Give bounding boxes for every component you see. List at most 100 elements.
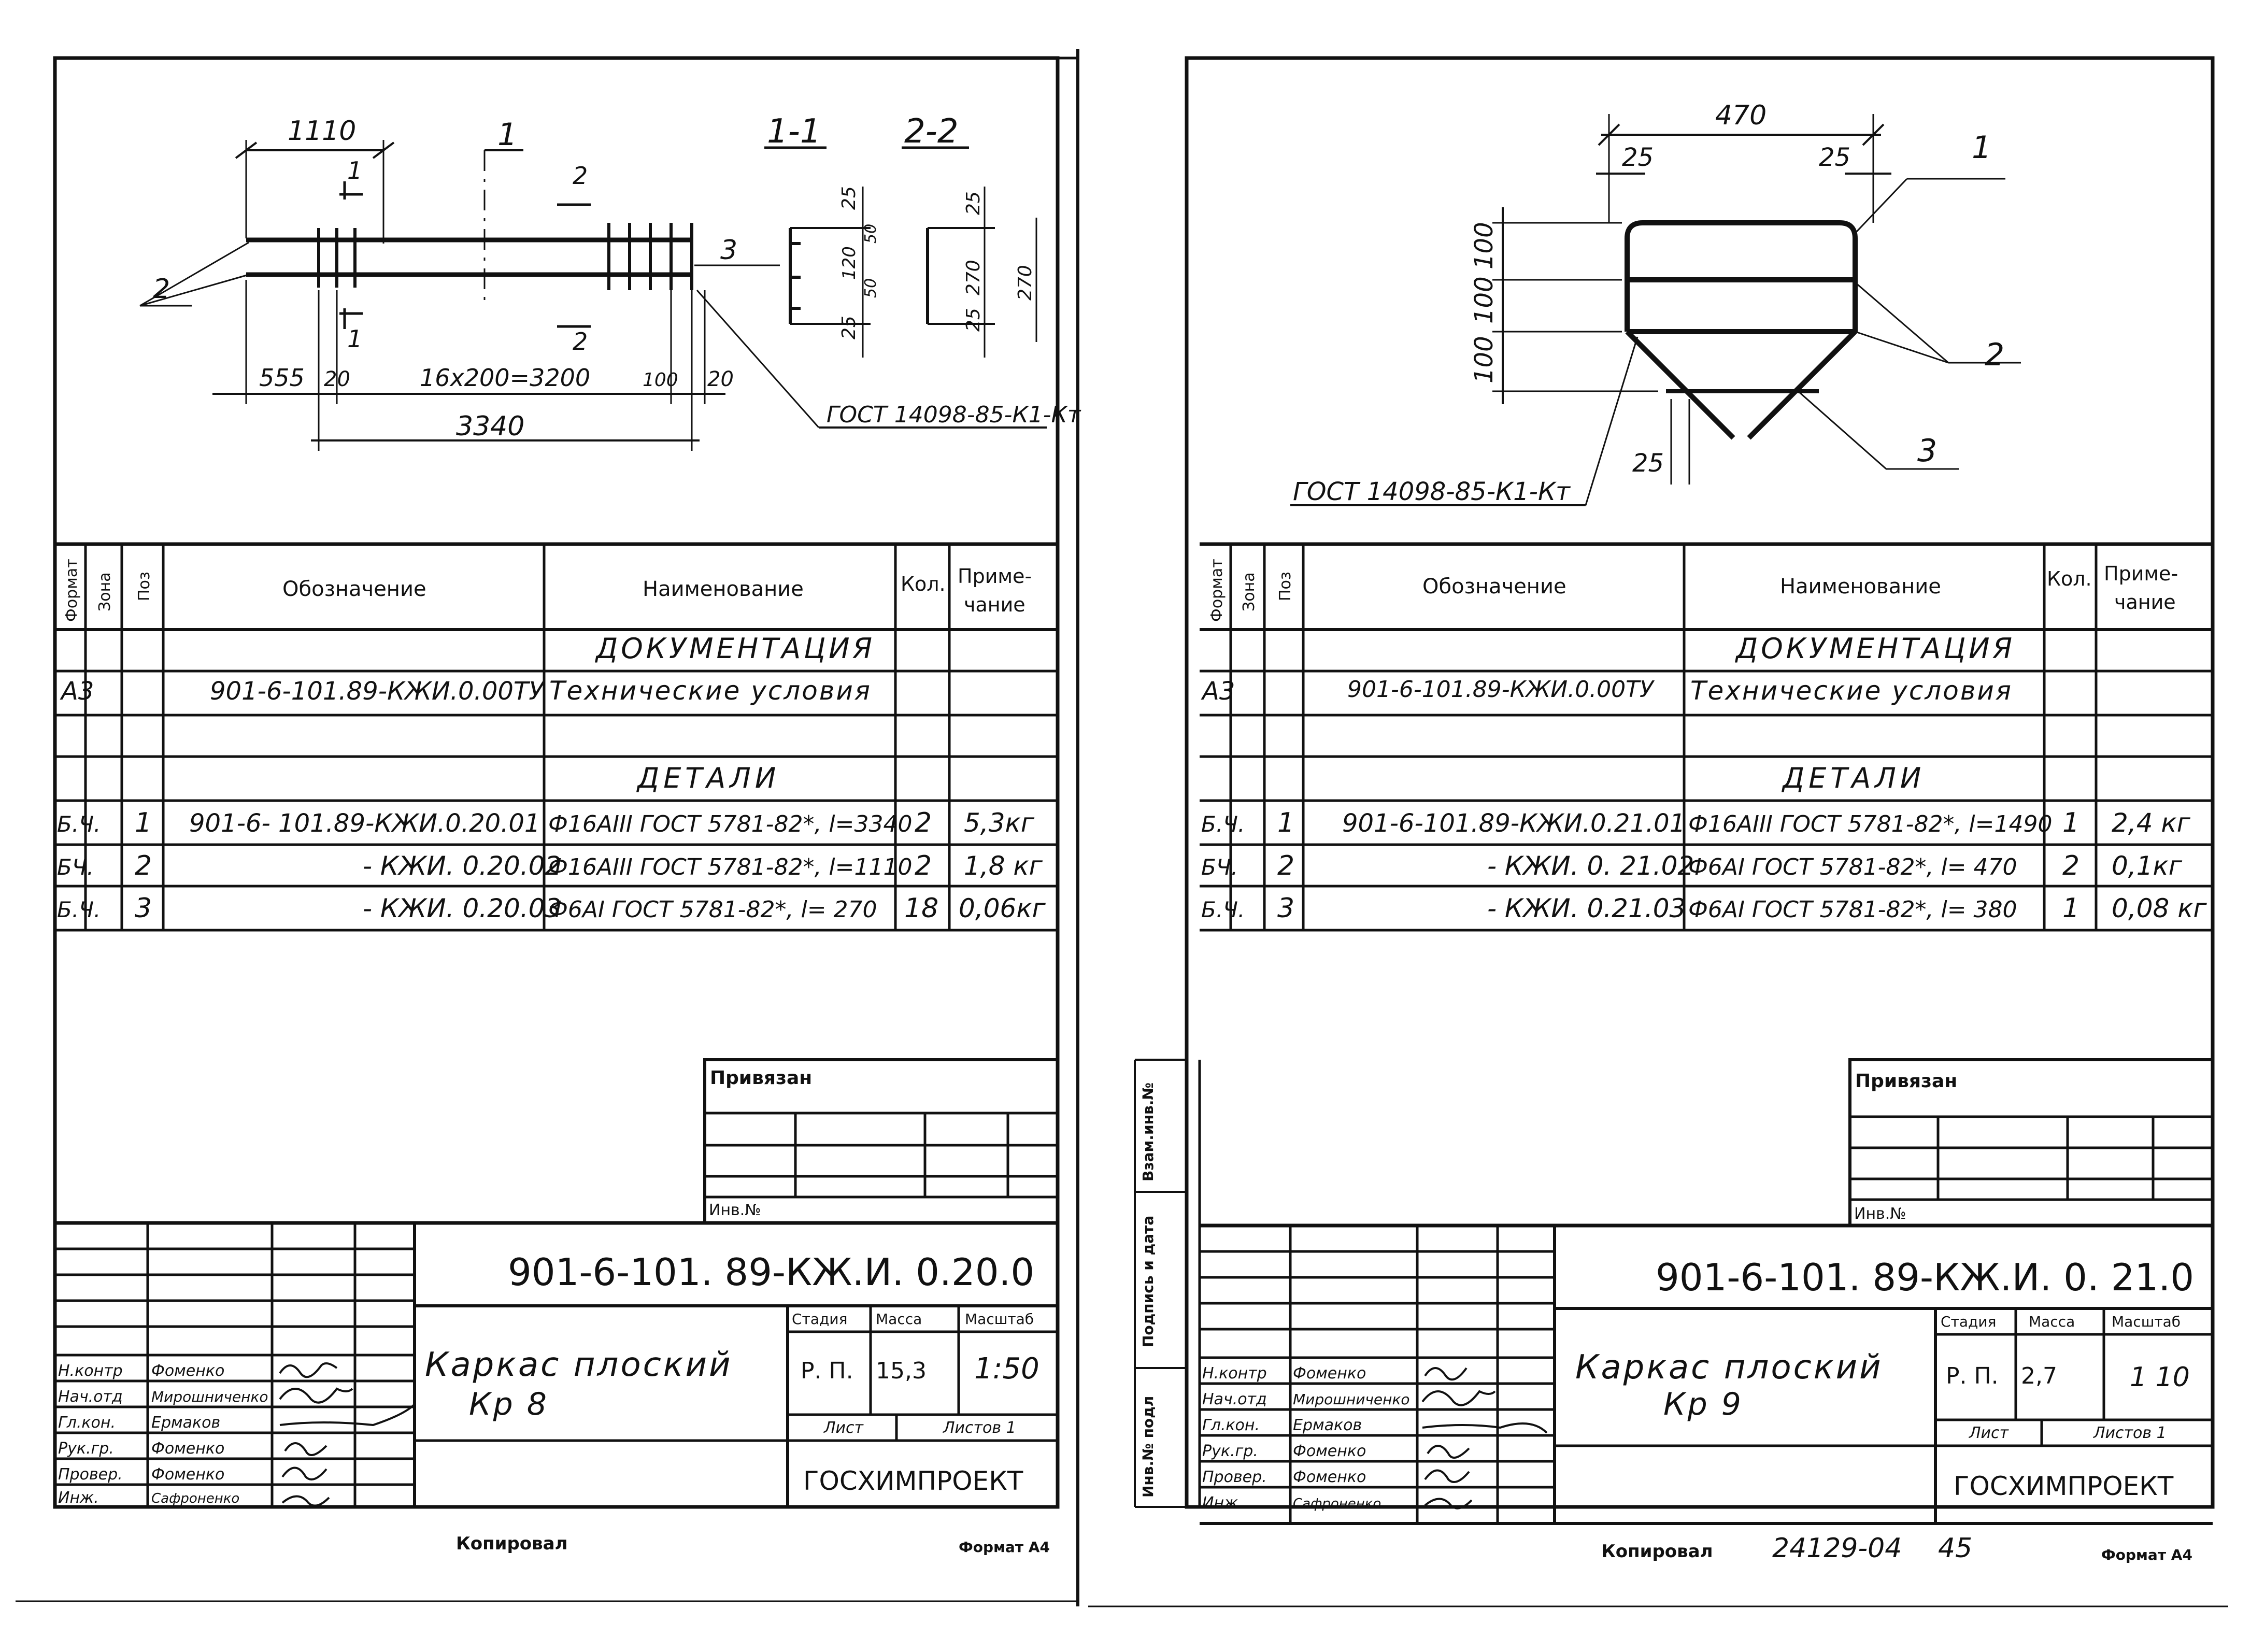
right-doc-code: 901-6-101. 89-КЖ.И. 0. 21.0 xyxy=(1656,1256,2194,1299)
left-title-2: Кр 8 xyxy=(469,1386,549,1422)
left-row1-note: 5,3кг xyxy=(964,808,1035,838)
left-sheet xyxy=(53,49,1079,1606)
left-row2-pos: 2 xyxy=(135,850,152,881)
left-massa-label: Масса xyxy=(876,1311,922,1328)
left-listov-label: Листов 1 xyxy=(943,1419,1016,1437)
right-row1-designation: 901-6-101.89-КЖИ.0.21.01 xyxy=(1342,809,1685,838)
left-row3-pos: 3 xyxy=(135,893,152,924)
left-dim-span: 16x200=3200 xyxy=(420,364,590,392)
left-sec-dim-50a: 50 xyxy=(862,224,880,244)
left-stadia-value: Р. П. xyxy=(801,1358,853,1384)
left-row1-name: Ф16АIII ГОСТ 5781-82*, l=3340 xyxy=(548,811,913,837)
left-row3-name: Ф6АI ГОСТ 5781-82*, l= 270 xyxy=(548,896,877,923)
left-role-0: Н.контр xyxy=(58,1362,123,1380)
right-pos-label-1: 1 xyxy=(1972,130,1991,166)
left-section-details: ДЕТАЛИ xyxy=(636,762,780,794)
right-title-block xyxy=(1200,1223,2213,1525)
right-role-0: Н.контр xyxy=(1202,1364,1267,1383)
right-listov-label: Листов 1 xyxy=(2093,1424,2167,1442)
left-masshtab-label: Масштаб xyxy=(965,1311,1034,1328)
left-section-1-1 xyxy=(764,146,871,358)
right-dim-25a: 25 xyxy=(1622,143,1654,172)
left-hdr-note-1: Приме- xyxy=(958,565,1032,588)
left-hdr-zone: Зона xyxy=(96,572,114,611)
left-role-3: Рук.гр. xyxy=(58,1440,114,1458)
right-row3-qty: 1 xyxy=(2062,893,2079,924)
right-massa-label: Масса xyxy=(2029,1313,2075,1330)
left-sec-dim-50b: 50 xyxy=(862,278,880,298)
left-dim-100: 100 xyxy=(643,369,678,391)
left-row2-note: 1,8 кг xyxy=(964,851,1043,881)
right-signatures xyxy=(1421,1367,1548,1509)
left-weld-note: ГОСТ 14098-85-К1-Кт xyxy=(827,402,1081,428)
left-view-2-2: 2-2 xyxy=(904,112,959,151)
right-sheet xyxy=(1134,56,2215,1525)
left-doc-designation: 901-6-101.89-КЖИ.0.00ТУ xyxy=(210,677,545,706)
right-row2-name: Ф6АI ГОСТ 5781-82*, l= 470 xyxy=(1688,854,2017,880)
left-row1-designation: 901-6- 101.89-КЖИ.0.20.01 xyxy=(189,809,540,838)
left-hdr-qty: Кол. xyxy=(901,573,946,595)
left-massa-value: 15,3 xyxy=(876,1358,927,1384)
right-masshtab-value: 1 10 xyxy=(2130,1362,2190,1393)
right-row2-note: 0,1кг xyxy=(2112,851,2183,881)
right-dim-100a: 100 xyxy=(1470,222,1499,269)
left-dim-top: 1110 xyxy=(288,116,356,147)
right-row1-name: Ф16АIII ГОСТ 5781-82*, l=1490 xyxy=(1688,811,2053,837)
right-privyazan-label: Привязан xyxy=(1855,1071,1957,1092)
right-masshtab-label: Масштаб xyxy=(2112,1313,2181,1330)
right-side-podpis: Подпись и дата xyxy=(1139,1216,1157,1347)
right-doc-name: Технические условия xyxy=(1690,676,2013,706)
left-hdr-designation: Обозначение xyxy=(282,577,426,601)
left-section-mark-1: 1 xyxy=(497,117,517,153)
left-privyazan-label: Привязан xyxy=(710,1067,812,1089)
left-inv-no-label: Инв.№ xyxy=(709,1201,761,1219)
right-row1-pos: 1 xyxy=(1277,807,1294,838)
right-row3-format: Б.Ч. xyxy=(1201,897,1245,922)
left-section-2-2 xyxy=(902,146,1037,358)
right-hdr-format: Формат xyxy=(1208,559,1226,622)
left-cage-elevation xyxy=(139,140,1047,451)
left-doc-code: 901-6-101. 89-КЖ.И. 0.20.0 xyxy=(508,1250,1034,1294)
left-row3-qty: 18 xyxy=(904,893,938,924)
right-doc-format: А3 xyxy=(1201,677,1235,706)
right-stadia-value: Р. П. xyxy=(1946,1363,1999,1389)
right-stadia-label: Стадия xyxy=(1941,1313,1996,1330)
left-stadia-label: Стадия xyxy=(792,1311,847,1328)
left-role-5: Инж. xyxy=(58,1489,99,1507)
right-dim-25c: 25 xyxy=(1632,449,1664,478)
right-dim-100c: 100 xyxy=(1470,336,1499,383)
left-spec-table xyxy=(55,542,1058,932)
left-sec-dim-270b: 270 xyxy=(1015,265,1036,301)
right-hdr-pos: Поз xyxy=(1276,572,1294,601)
left-cut-mark-1-top: 1 xyxy=(347,156,362,184)
right-hdr-designation: Обозначение xyxy=(1422,575,1566,599)
left-dim-20a: 20 xyxy=(324,367,350,391)
right-hdr-zone: Зона xyxy=(1240,572,1258,611)
right-row1-format: Б.Ч. xyxy=(1201,811,1245,837)
right-hdr-qty: Кол. xyxy=(2047,567,2092,590)
left-cut-mark-2-bottom: 2 xyxy=(573,327,588,355)
left-row3-designation: - КЖИ. 0.20.03 xyxy=(363,893,561,923)
right-dim-25b: 25 xyxy=(1819,143,1850,172)
right-pos-label-3: 3 xyxy=(1917,433,1937,469)
left-cut-mark-1-bottom: 1 xyxy=(347,325,362,353)
right-row1-qty: 1 xyxy=(2062,807,2079,838)
right-side-vzam: Взам.инв.№ xyxy=(1139,1083,1157,1181)
right-org: ГОСХИМПРОЕКТ xyxy=(1954,1471,2174,1501)
left-list-label: Лист xyxy=(823,1419,864,1437)
right-role-2: Гл.кон. xyxy=(1202,1416,1260,1434)
right-hdr-name: Наименование xyxy=(1780,575,1941,599)
right-name-4: Фоменко xyxy=(1293,1468,1366,1486)
right-row3-note: 0,08 кг xyxy=(2112,893,2207,923)
right-row2-pos: 2 xyxy=(1277,850,1294,881)
right-massa-value: 2,7 xyxy=(2021,1363,2057,1389)
left-name-2: Ермаков xyxy=(151,1414,220,1432)
left-name-1: Мирошниченко xyxy=(151,1388,268,1405)
left-row2-name: Ф16АIII ГОСТ 5781-82*, l=1110 xyxy=(548,854,913,880)
left-section-doc: ДОКУМЕНТАЦИЯ xyxy=(595,632,875,665)
right-name-2: Ермаков xyxy=(1293,1416,1362,1434)
left-pos-label-2: 2 xyxy=(153,274,170,305)
left-name-4: Фоменко xyxy=(151,1465,224,1484)
right-dim-100b: 100 xyxy=(1470,276,1499,324)
right-row3-name: Ф6АI ГОСТ 5781-82*, l= 380 xyxy=(1688,896,2017,923)
